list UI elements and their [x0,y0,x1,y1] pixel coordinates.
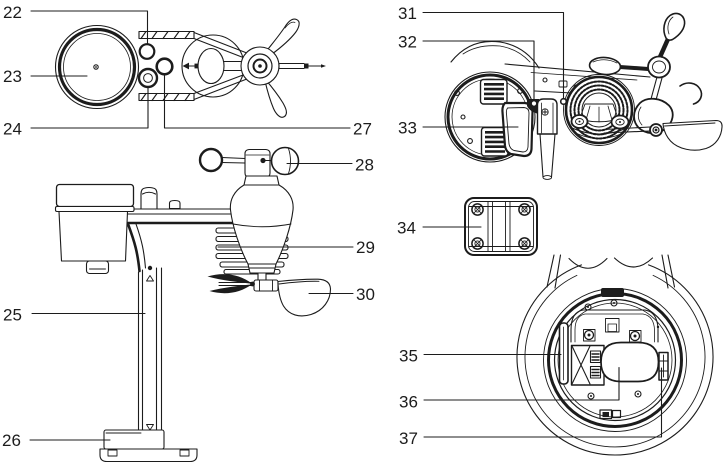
callout-label-22: 22 [3,3,22,22]
pod-arc-left [568,257,608,269]
callout-label-26: 26 [2,431,21,450]
callout-36-leader [423,366,620,401]
callout-label-33: 33 [398,119,417,138]
callout-label-31: 31 [398,4,417,23]
figure-sensor-bottom-view [444,12,723,180]
callout-32-leader [422,40,535,102]
shield-ear-right [610,114,630,130]
battery-cover [600,341,660,383]
figure-sensor-side-view [54,146,332,463]
callout-37-leader [423,367,663,438]
callout-label-35: 35 [399,347,418,366]
figure-sensor-top-view [54,18,326,118]
deck-knob [140,186,181,210]
callout-label-34: 34 [397,219,416,238]
figure-battery-compartment-detail [516,254,714,456]
callout-label-32: 32 [398,33,417,52]
callout-27-leader [163,74,351,129]
pod-arc-right [613,257,654,268]
anemometer-cups [198,146,300,178]
rain-gauge-housing [54,183,135,275]
callout-31-leader [422,11,565,100]
callout-labels: 22 23 24 25 26 27 28 29 30 31 32 33 34 3… [2,3,418,450]
compartment-interior [558,299,669,420]
callout-label-25: 25 [3,306,22,325]
callout-label-29: 29 [356,238,375,257]
callout-label-28: 28 [355,156,374,175]
rain-collector-top [54,24,140,110]
housing-outline-outer [516,264,714,456]
callout-24-leader [30,86,149,129]
cowl-arc [450,40,540,69]
housing-neck [546,254,676,289]
cowl-ellipse [197,47,225,85]
mounting-pole [137,265,163,443]
sensor-port-24 [137,67,159,89]
callout-22-leader [30,10,149,45]
sensor-port-22 [138,43,156,60]
vane-housing [229,175,294,292]
vane-fin-bottom [662,119,723,151]
bracket-screws [471,203,531,250]
blade-lower [264,78,287,118]
vane-counterweight-blade [207,274,252,284]
body-rails [138,30,253,102]
shield-ear-left [570,114,589,129]
vane-fin [277,278,332,317]
propeller-assembly [223,18,326,118]
callout-leaders [29,10,663,441]
callout-label-36: 36 [399,393,418,412]
support-arm [126,222,147,273]
shaft-tip [321,64,326,68]
cover-latch-right [658,351,669,381]
callout-label-27: 27 [353,120,372,139]
callout-label-24: 24 [3,120,22,139]
vent-grill-upper [479,78,508,105]
bottom-connector [599,409,622,420]
figure-mounting-bracket [464,197,538,256]
callout-label-37: 37 [399,429,418,448]
callout-label-23: 23 [3,67,22,86]
housing-outline-inner [524,274,706,448]
cup-teardrop [663,12,686,41]
direction-arrow [182,62,199,70]
bottom-wind-vane [603,119,723,151]
blade-upper [265,18,300,56]
sensor-port-27 [155,57,174,76]
pole-base [99,429,198,463]
battery-door [501,101,534,158]
bottom-arm [504,63,651,94]
shield-bottom-view [563,74,635,146]
vent-grill-lower [480,126,509,157]
callout-label-30: 30 [356,285,375,304]
wind-vane [207,274,332,317]
ring-clip [601,288,624,297]
